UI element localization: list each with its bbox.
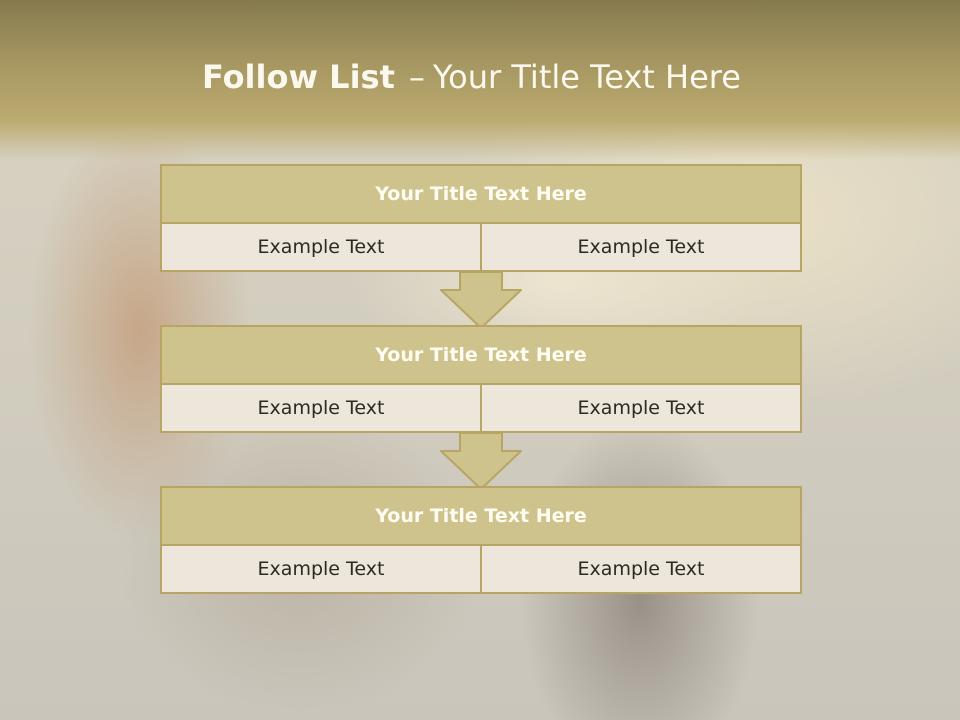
- block-cell-right: Example Text: [480, 546, 800, 592]
- block-row: Example Text Example Text: [162, 546, 800, 592]
- slide-title-bold: Follow List: [202, 58, 395, 96]
- block-cell-left: Example Text: [162, 224, 480, 270]
- block-cell-right: Example Text: [480, 385, 800, 431]
- block-row: Example Text Example Text: [162, 224, 800, 270]
- title-band: [0, 0, 960, 160]
- block-cell-left: Example Text: [162, 546, 480, 592]
- block-title: Your Title Text Here: [162, 166, 800, 224]
- block-title: Your Title Text Here: [162, 488, 800, 546]
- slide-title-rest: Your Title Text Here: [432, 58, 741, 96]
- block-row: Example Text Example Text: [162, 385, 800, 431]
- block-cell-left: Example Text: [162, 385, 480, 431]
- down-arrow-icon: [440, 271, 522, 329]
- slide-title-dash: –: [408, 58, 425, 96]
- block-cell-right: Example Text: [480, 224, 800, 270]
- block-title: Your Title Text Here: [162, 327, 800, 385]
- list-block-3: Your Title Text Here Example Text Exampl…: [160, 486, 802, 594]
- down-arrow-icon: [440, 432, 522, 490]
- slide-title: Follow List–Your Title Text Here: [202, 56, 741, 98]
- list-block-1: Your Title Text Here Example Text Exampl…: [160, 164, 802, 272]
- list-block-2: Your Title Text Here Example Text Exampl…: [160, 325, 802, 433]
